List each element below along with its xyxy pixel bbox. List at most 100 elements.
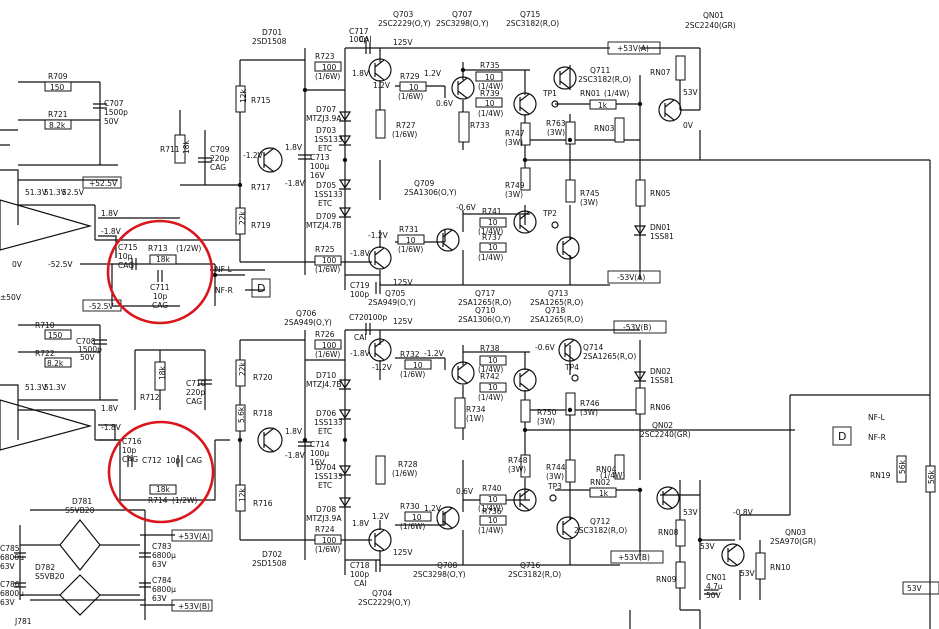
label-v513: 51.3V bbox=[25, 188, 48, 197]
connector-d-lower bbox=[832, 426, 852, 446]
resistor-rn04 bbox=[614, 454, 625, 480]
resistor-rn05 bbox=[635, 179, 646, 207]
resistor-rn10 bbox=[755, 552, 766, 580]
resistor-r750 bbox=[520, 399, 531, 423]
resistor-r734 bbox=[454, 397, 466, 429]
label-v12-q703: 1.2V bbox=[373, 81, 391, 90]
rail-box-plus53b-mid bbox=[610, 550, 664, 564]
label-cn01-value2: 50V bbox=[706, 591, 722, 600]
label-c786: C786 bbox=[0, 580, 20, 589]
label-dn01: DN01 bbox=[650, 223, 671, 232]
label-c783: C783 bbox=[152, 542, 172, 551]
label-c713-value2: 16V bbox=[310, 171, 326, 180]
resistor-rn08 bbox=[675, 519, 686, 547]
transistor-q713 bbox=[556, 236, 580, 260]
opamp-lower bbox=[0, 399, 93, 451]
label-c784-value1: 6800μ bbox=[152, 585, 176, 594]
label-c710-type: CAG bbox=[186, 397, 202, 406]
label-qn01-part: 2SC2240(GR) bbox=[685, 21, 736, 30]
label-cn01-value1: 4.7μ bbox=[706, 582, 723, 591]
resistor-r746 bbox=[565, 392, 576, 416]
label-q707: Q707 bbox=[452, 10, 472, 19]
resistor-rn06 bbox=[635, 387, 646, 415]
label-r713-watt: (1/2W) bbox=[176, 244, 201, 253]
label-r730-value: 10 bbox=[412, 513, 422, 522]
connector-d-upper bbox=[251, 278, 271, 298]
resistor-rn03 bbox=[614, 117, 625, 143]
label-r736-watt: (1/4W) bbox=[478, 526, 503, 535]
resistor-r728 bbox=[375, 455, 386, 485]
label-nf-l-lower: NF-L bbox=[868, 413, 886, 422]
label-r740-value: 10 bbox=[488, 495, 498, 504]
label-d701-part: 2SD1508 bbox=[252, 37, 287, 46]
label-r726-watt: (1/6W) bbox=[315, 350, 340, 359]
label-vm18-q706: -1.8V bbox=[350, 349, 371, 358]
label-r710: R710 bbox=[35, 321, 55, 330]
resistor-r735 bbox=[475, 71, 503, 82]
label-r739: R739 bbox=[480, 89, 500, 98]
capacitor-cn01 bbox=[704, 589, 718, 595]
capacitor-c711 bbox=[157, 270, 163, 282]
test-point-tp4 bbox=[571, 374, 579, 382]
label-d704: D704 bbox=[316, 463, 336, 472]
label-v53b-mid: +53V(B) bbox=[618, 553, 650, 562]
label-r737: R737 bbox=[482, 233, 502, 242]
resistor-r715 bbox=[235, 85, 246, 113]
label-q709: Q709 bbox=[414, 179, 434, 188]
rail-box-plus53v-right bbox=[902, 581, 939, 595]
diode-d703 bbox=[338, 135, 352, 146]
label-dn01-part: 1SS81 bbox=[650, 232, 674, 241]
label-qn03-part: 2SA970(GR) bbox=[770, 537, 816, 546]
capacitors bbox=[14, 42, 718, 595]
diode-d706 bbox=[338, 409, 352, 420]
resistor-r724 bbox=[314, 534, 342, 545]
label-c717: C717 bbox=[349, 27, 369, 36]
label-r710-value: 150 bbox=[48, 331, 63, 340]
label-c708-value2: 50V bbox=[80, 353, 96, 362]
label-d708: D708 bbox=[316, 505, 336, 514]
label-r740-watt: (1/4W) bbox=[478, 504, 503, 513]
label-q714-part: 2SA1265(R,O) bbox=[583, 352, 636, 361]
label-d710-part: MTZJ4.7B bbox=[306, 380, 341, 389]
label-d704-etc: ETC bbox=[318, 481, 332, 490]
label-r731-value: 10 bbox=[406, 236, 416, 245]
label-q707-part: 2SC3298(O,Y) bbox=[436, 19, 489, 28]
resistor-rn20 bbox=[925, 465, 936, 493]
label-qn01: QN01 bbox=[703, 11, 724, 20]
label-vm06-q714: -0.6V bbox=[535, 343, 556, 352]
label-d705-etc: ETC bbox=[318, 199, 332, 208]
label-vm18-q705: -1.8V bbox=[350, 249, 371, 258]
label-r728: R728 bbox=[398, 460, 418, 469]
label-r750-watt: (3W) bbox=[537, 417, 555, 426]
label-c785-value1: 6800μ bbox=[0, 553, 24, 562]
label-rn07: RN07 bbox=[650, 68, 671, 77]
label-v513b-lower: 51.3V bbox=[44, 383, 67, 392]
capacitor-c718 bbox=[375, 560, 381, 572]
label-r718: R718 bbox=[253, 409, 273, 418]
label-v06-q707: 0.6V bbox=[436, 99, 454, 108]
label-c718-type: CAI bbox=[354, 579, 367, 588]
label-c716-type: CAG bbox=[122, 455, 138, 464]
label-v0-left: 0V bbox=[12, 260, 23, 269]
transistor-q706 bbox=[368, 338, 392, 362]
label-c715-value: 10p bbox=[118, 252, 133, 261]
label-vm08: -0.8V bbox=[733, 508, 754, 517]
resistor-r749 bbox=[520, 167, 531, 191]
label-r742-value: 10 bbox=[488, 383, 498, 392]
label-d705: D705 bbox=[316, 181, 336, 190]
resistor-r725 bbox=[314, 255, 342, 266]
transistor-q710 bbox=[451, 361, 475, 385]
rail-box-minus53b bbox=[613, 320, 667, 334]
label-v53-qn03: 53V bbox=[700, 542, 716, 551]
label-vm12-d701: -1.2V bbox=[243, 151, 264, 160]
label-r729-watt: (1/6W) bbox=[398, 92, 423, 101]
label-q711-part: 2SC3182(R,O) bbox=[578, 75, 631, 84]
label-r724: R724 bbox=[315, 525, 335, 534]
label-v12-q704: 1.2V bbox=[372, 512, 390, 521]
capacitor-c709 bbox=[198, 157, 212, 163]
label-q715-part: 2SC3182(R,O) bbox=[506, 19, 559, 28]
resistor-r720 bbox=[235, 359, 246, 387]
resistor-rn02 bbox=[589, 487, 617, 498]
label-vm18-d701: -1.8V bbox=[285, 179, 306, 188]
label-r730-watt: (1/6W) bbox=[400, 522, 425, 531]
